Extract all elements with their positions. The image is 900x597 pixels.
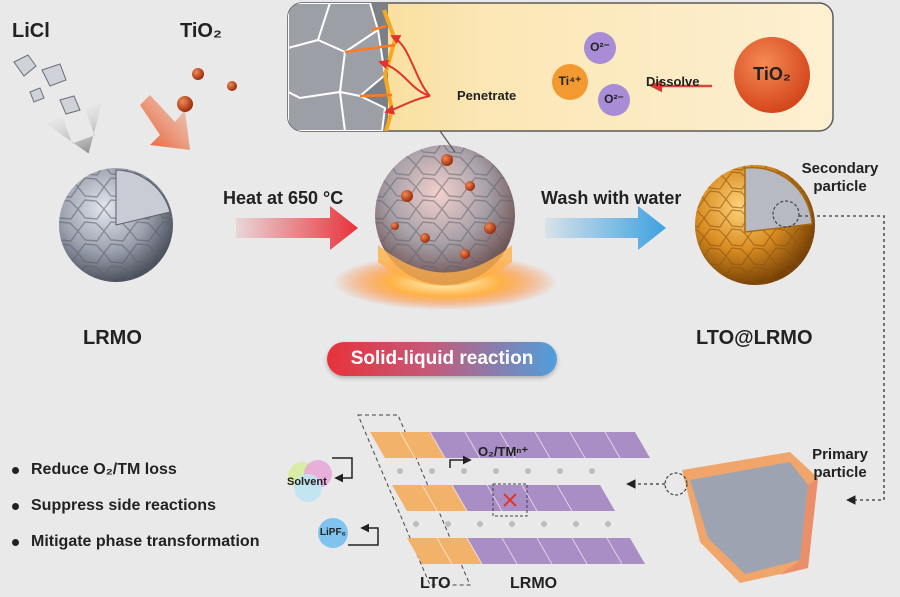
layered-structure: [357, 414, 650, 586]
wash-step-label: Wash with water: [541, 188, 682, 208]
benefit-text: Reduce O₂/TM loss: [31, 461, 177, 478]
dissolution-inset: [287, 2, 834, 132]
lto-label: LTO: [420, 575, 451, 592]
ti-ion-label: Ti⁴⁺: [558, 74, 582, 88]
benefit-item: Reduce O₂/TM loss: [8, 452, 259, 488]
reacting-sphere: [333, 130, 557, 310]
solvent-label: Solvent: [287, 476, 327, 488]
oxide-ion-top: O²⁻: [590, 40, 610, 54]
benefit-list: Reduce O₂/TM loss Suppress side reaction…: [8, 452, 259, 560]
penetrate-label: Penetrate: [457, 88, 517, 103]
licl-label: LiCl: [12, 20, 50, 42]
benefit-text: Suppress side reactions: [31, 497, 216, 514]
bullet-dot: [12, 466, 19, 474]
tio2-source-label: TiO₂: [753, 64, 791, 84]
dissolve-label: Dissolve: [646, 74, 700, 89]
bullet-dot: [12, 502, 19, 510]
lrmo-structure-label: LRMO: [510, 575, 558, 592]
benefit-text: Mitigate phase transformation: [31, 533, 260, 550]
primary-particle: [664, 452, 818, 583]
lrmo-label: LRMO: [83, 327, 142, 349]
bullet-dot: [12, 538, 19, 546]
tio2-label: TiO₂: [180, 20, 222, 42]
heat-step-label: Heat at 650 °C: [223, 188, 344, 208]
secondary-particle-label: Secondary particle: [801, 160, 879, 195]
release-label: O₂/TMⁿ⁺: [478, 444, 529, 459]
oxide-ion-bottom: O²⁻: [604, 92, 624, 106]
coated-sphere: [695, 165, 815, 285]
reaction-badge: Solid-liquid reaction: [327, 342, 557, 376]
primary-particle-label: Primary particle: [812, 446, 868, 481]
coated-label: LTO@LRMO: [696, 327, 813, 349]
lrmo-sphere: [59, 168, 173, 282]
lipf6-label: LiPF₆: [319, 527, 347, 538]
benefit-item: Suppress side reactions: [8, 488, 259, 524]
benefit-item: Mitigate phase transformation: [8, 524, 259, 560]
